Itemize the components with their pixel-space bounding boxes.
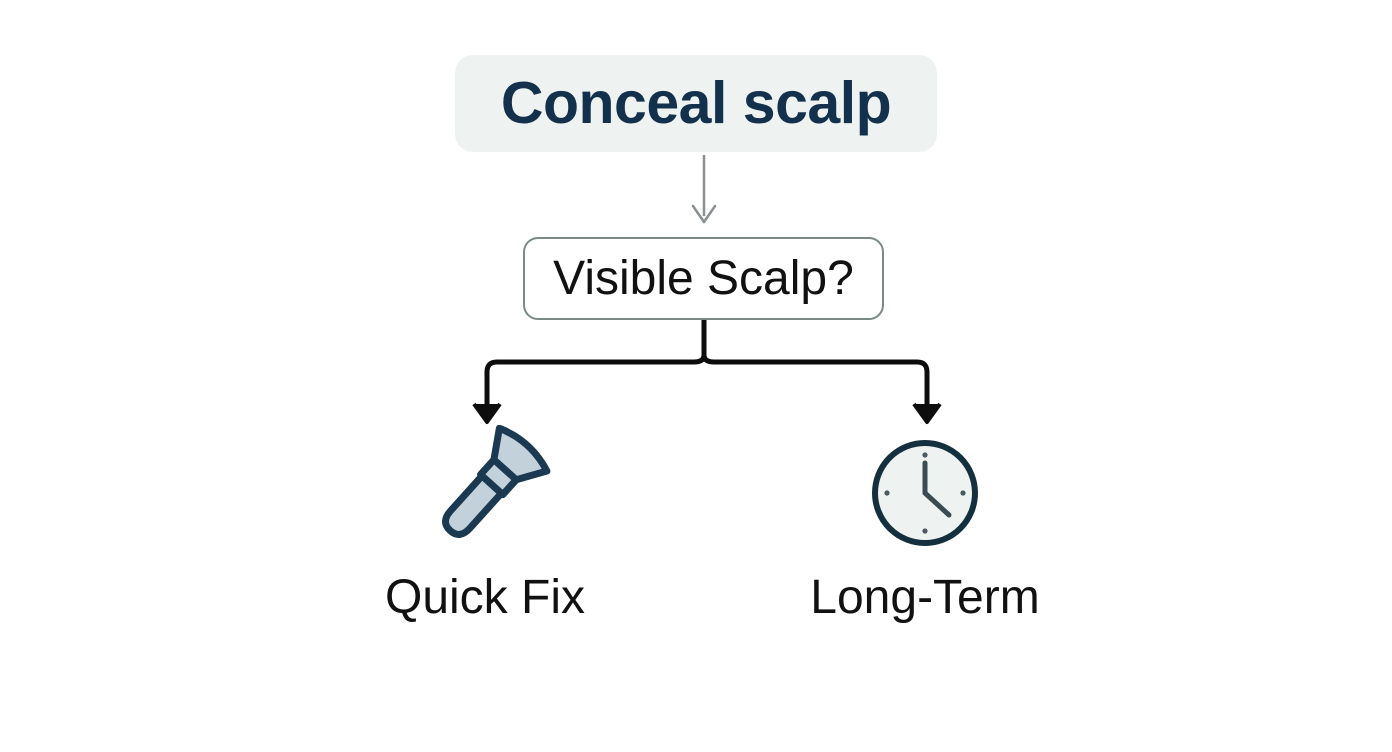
clock-tick-9 bbox=[884, 489, 890, 496]
clock-hour-hand bbox=[922, 490, 952, 517]
branch-quick-fix: Quick Fix bbox=[330, 425, 640, 622]
clock-tick-6 bbox=[922, 527, 928, 534]
clock-tick-3 bbox=[960, 489, 966, 496]
brush-bristles bbox=[490, 425, 551, 484]
branch-long-term: Long-Term bbox=[770, 425, 1080, 622]
right-arrow-head bbox=[912, 402, 942, 424]
left-arrow-head bbox=[472, 402, 502, 424]
title-node: Conceal scalp bbox=[455, 55, 937, 152]
branch-label-long-term: Long-Term bbox=[810, 571, 1040, 624]
clock-icon bbox=[865, 425, 985, 560]
brush-handle bbox=[441, 470, 507, 538]
arrow-head bbox=[691, 204, 717, 224]
branch-label-quick-fix: Quick Fix bbox=[384, 571, 585, 624]
clock-tick-12 bbox=[922, 451, 928, 458]
page-title: Conceal scalp bbox=[500, 70, 892, 136]
bracket-bar bbox=[484, 352, 930, 410]
makeup-brush-icon bbox=[415, 425, 555, 560]
decision-label: Visible Scalp? bbox=[553, 251, 854, 305]
decision-node: Visible Scalp? bbox=[523, 237, 884, 320]
